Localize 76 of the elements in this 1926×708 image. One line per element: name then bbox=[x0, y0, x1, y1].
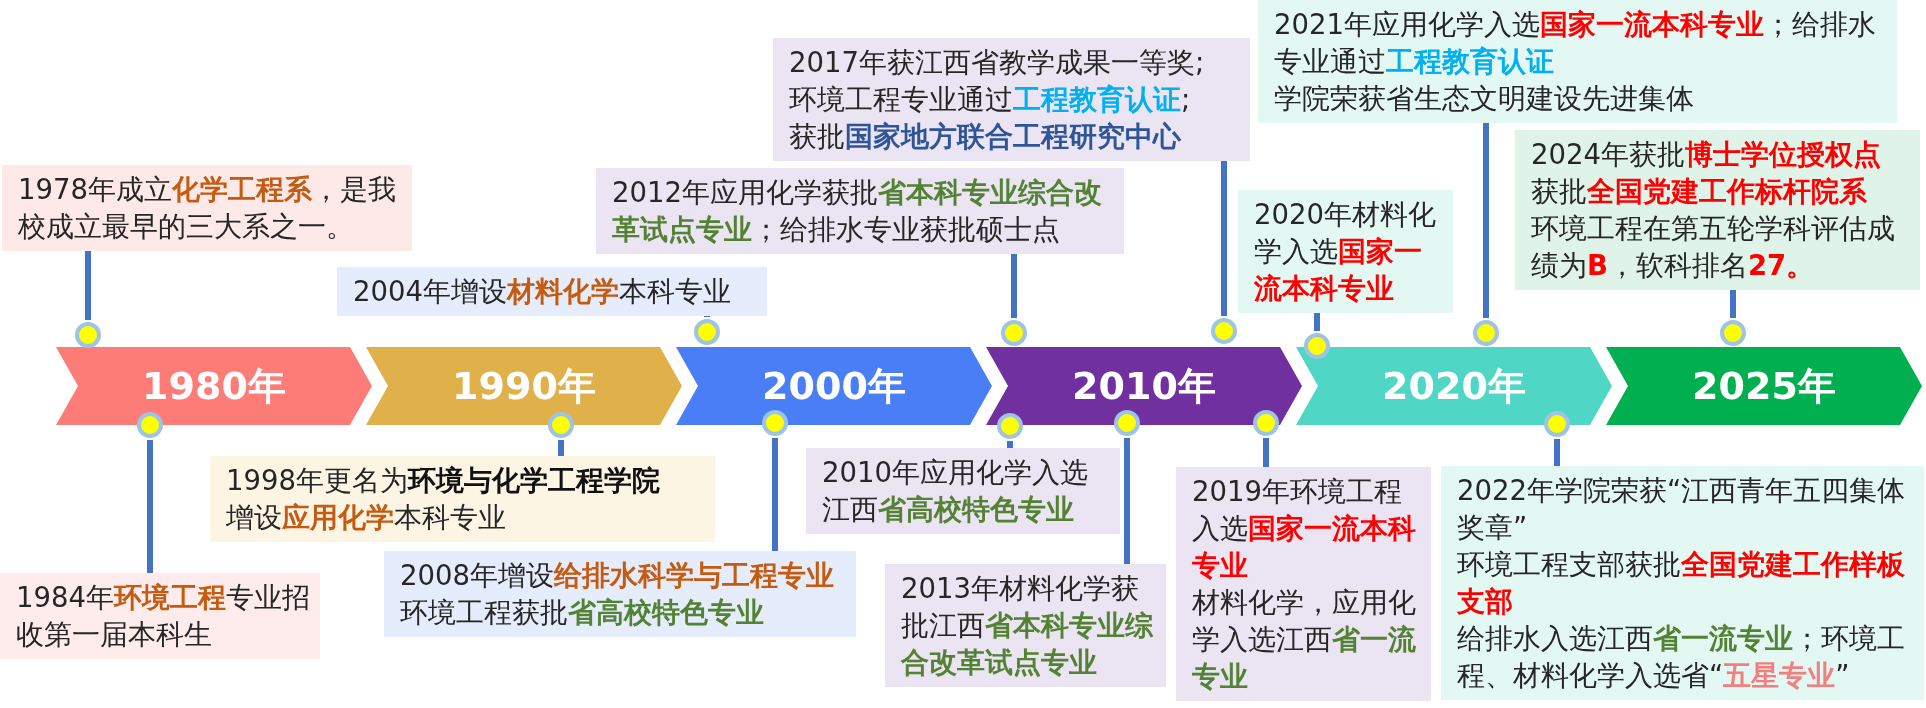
leader-line bbox=[1124, 438, 1130, 564]
dot-marker bbox=[1472, 319, 1500, 347]
event-text: 给排水入选江西省一流专业；环境工程、材料化学入选省“五星专业” bbox=[1457, 621, 1906, 693]
event-text: 1978年成立化学工程系，是我校成立最早的三大系之一。 bbox=[18, 172, 397, 244]
event-text: 2008年增设给排水科学与工程专业 bbox=[400, 558, 835, 593]
event-box bbox=[1238, 190, 1453, 313]
event-text: 获批全国党建工作标杆院系 bbox=[1531, 174, 1868, 209]
dot-marker bbox=[1000, 319, 1028, 347]
event-text: 环境工程在第五轮学科评估成绩为B，软科排名27。 bbox=[1531, 211, 1896, 283]
event-text: 2004年增设材料化学本科专业 bbox=[353, 274, 732, 309]
dot-marker bbox=[996, 412, 1024, 440]
event-text: 环境工程获批省高校特色专业 bbox=[400, 595, 765, 630]
event-text: 2019年环境工程入选国家一流本科专业 bbox=[1192, 474, 1417, 583]
year-label: 1990年 bbox=[452, 362, 596, 410]
leader-line bbox=[704, 316, 710, 317]
leader-line bbox=[558, 440, 564, 456]
year-label: 2000年 bbox=[762, 362, 906, 410]
dot-marker bbox=[74, 321, 102, 349]
year-banner bbox=[1296, 347, 1612, 425]
event-box bbox=[1258, 0, 1897, 123]
event-text: 增设应用化学本科专业 bbox=[226, 500, 507, 535]
dot-marker bbox=[1719, 319, 1747, 347]
event-box bbox=[384, 551, 856, 637]
event-text: 2013年材料化学获批江西省本科专业综合改革试点专业 bbox=[901, 571, 1154, 680]
year-label: 2010年 bbox=[1072, 362, 1216, 410]
leader-line bbox=[1007, 441, 1013, 448]
leader-line bbox=[1483, 123, 1489, 318]
event-text: 2010年应用化学入选江西省高校特色专业 bbox=[822, 455, 1089, 527]
event-text: 1998年更名为环境与化学工程学院 bbox=[226, 463, 661, 498]
event-box bbox=[806, 448, 1120, 534]
year-banner bbox=[676, 347, 992, 425]
dot-marker bbox=[1543, 410, 1571, 438]
event-text: 环境工程专业通过工程教育认证; bbox=[789, 82, 1192, 117]
event-box bbox=[1441, 466, 1924, 700]
leader-line bbox=[1263, 438, 1269, 467]
dot-marker bbox=[547, 411, 575, 439]
dot-marker bbox=[1113, 409, 1141, 437]
event-box bbox=[885, 564, 1166, 687]
event-box bbox=[596, 168, 1124, 254]
year-label: 2025年 bbox=[1692, 362, 1836, 410]
dot-marker bbox=[693, 318, 721, 346]
event-text: 2017年获江西省教学成果一等奖; bbox=[789, 45, 1206, 80]
leader-line bbox=[1221, 161, 1227, 316]
leader-line bbox=[772, 438, 778, 551]
year-banner bbox=[986, 347, 1302, 425]
year-label: 2020年 bbox=[1382, 362, 1526, 410]
event-text: 学院荣获省生态文明建设先进集体 bbox=[1274, 81, 1695, 116]
event-box bbox=[0, 573, 320, 659]
event-text: 2024年获批博士学位授权点 bbox=[1531, 137, 1882, 172]
dot-marker bbox=[1252, 409, 1280, 437]
year-banner bbox=[1606, 347, 1922, 425]
event-text: 获批国家地方联合工程研究中心 bbox=[789, 119, 1182, 154]
leader-line bbox=[147, 440, 153, 573]
event-text: 2020年材料化学入选国家一流本科专业 bbox=[1254, 197, 1437, 306]
event-text: 环境工程支部获批全国党建工作样板支部 bbox=[1457, 547, 1906, 619]
dot-marker bbox=[761, 409, 789, 437]
event-box bbox=[1176, 467, 1431, 701]
dot-marker bbox=[136, 411, 164, 439]
dot-marker bbox=[1210, 317, 1238, 345]
leader-line bbox=[1314, 313, 1320, 331]
year-banner bbox=[56, 347, 372, 425]
dot-marker bbox=[1303, 332, 1331, 360]
event-box bbox=[337, 267, 767, 316]
event-text: 2022年学院荣获“江西青年五四集体奖章” bbox=[1457, 473, 1907, 545]
year-banner bbox=[366, 347, 682, 425]
event-text: 2012年应用化学获批省本科专业综合改革试点专业；给排水专业获批硕士点 bbox=[612, 175, 1103, 247]
event-box bbox=[773, 38, 1250, 161]
event-box bbox=[1515, 130, 1920, 290]
event-text: 材料化学，应用化学入选江西省一流专业 bbox=[1192, 585, 1417, 694]
event-box bbox=[210, 456, 715, 542]
year-label: 1980年 bbox=[142, 362, 286, 410]
leader-line bbox=[1730, 290, 1736, 318]
leader-line bbox=[1554, 439, 1560, 466]
event-box bbox=[2, 165, 412, 251]
event-text: 1984年环境工程专业招收第一届本科生 bbox=[16, 580, 310, 652]
event-text: 2021年应用化学入选国家一流本科专业；给排水专业通过工程教育认证 bbox=[1274, 7, 1877, 79]
